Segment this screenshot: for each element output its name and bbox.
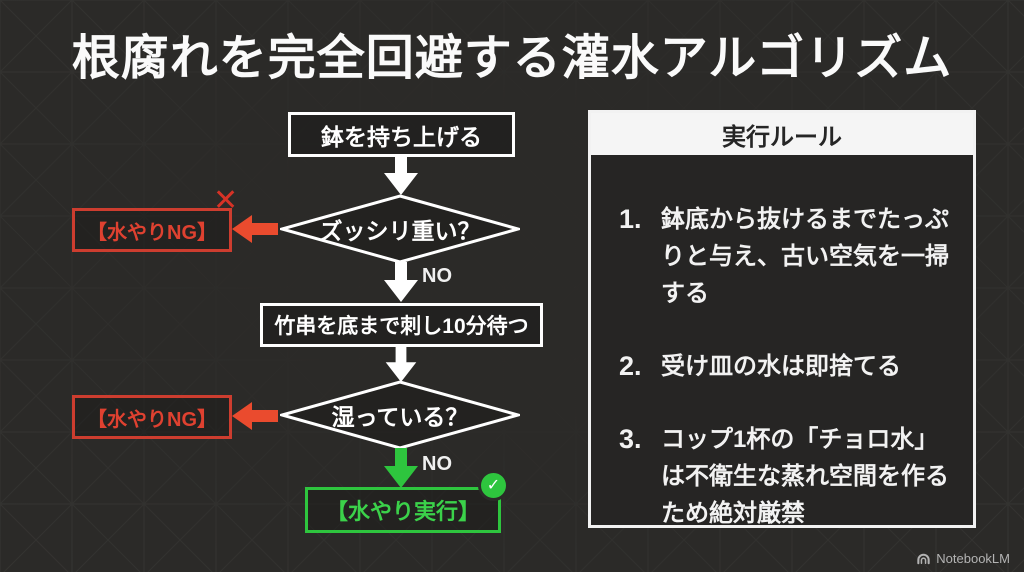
left-arrow-icon xyxy=(232,215,278,243)
flow-decision-1: ズッシリ重い？ xyxy=(276,194,524,264)
down-arrow-icon xyxy=(385,346,417,382)
no-branch-label-2: NO xyxy=(422,453,452,475)
left-arrow-icon xyxy=(232,402,278,430)
rule-number: 3. xyxy=(619,424,642,454)
check-mark: ✓ xyxy=(486,476,501,494)
rule-text: コップ1杯の「チョロ水」は不衛生な蒸れ空間を作るため絶対厳禁 xyxy=(661,426,949,527)
notebooklm-logo-icon xyxy=(917,553,930,565)
rule-text: 鉢底から抜けるまでたっぷりと与え、古い空気を一掃する xyxy=(661,206,949,307)
flow-process-box: 竹串を底まで刺し10分待つ xyxy=(260,303,543,347)
page-title: 根腐れを完全回避する灌水アルゴリズム xyxy=(71,32,953,85)
rules-panel-header: 実行ルール xyxy=(591,113,973,155)
rule-number: 1. xyxy=(619,204,642,234)
rule-number: 2. xyxy=(619,351,642,381)
rule-text: 受け皿の水は即捨てる xyxy=(661,353,901,380)
flow-result-label: 【水やり実行】 xyxy=(325,499,480,524)
flow-ng-box-1-label: 【水やりNG】 xyxy=(87,221,217,244)
flow-decision-1-label: ズッシリ重い？ xyxy=(319,218,481,244)
notebooklm-brand: NotebookLM xyxy=(916,551,1010,566)
rules-panel: 実行ルール 1. 鉢底から抜けるまでたっぷりと与え、古い空気を一掃する 2. 受… xyxy=(588,110,976,528)
flow-decision-2-label: 湿っている？ xyxy=(331,404,469,430)
rule-item-1: 1. 鉢底から抜けるまでたっぷりと与え、古い空気を一掃する xyxy=(619,201,953,312)
down-arrow-icon xyxy=(384,155,418,195)
flow-ng-box-2: 【水やりNG】 xyxy=(72,395,232,439)
notebooklm-brand-label: NotebookLM xyxy=(936,551,1010,566)
flow-ng-box-2-label: 【水やりNG】 xyxy=(87,408,217,431)
rules-list: 1. 鉢底から抜けるまでたっぷりと与え、古い空気を一掃する 2. 受け皿の水は即… xyxy=(591,155,973,532)
rule-item-3: 3. コップ1杯の「チョロ水」は不衛生な蒸れ空間を作るため絶対厳禁 xyxy=(619,421,953,532)
flow-start-box: 鉢を持ち上げる xyxy=(288,112,515,157)
flow-process-label: 竹串を底まで刺し10分待つ xyxy=(274,315,529,338)
flow-start-label: 鉢を持ち上げる xyxy=(321,123,482,150)
no-branch-label-1: NO xyxy=(422,265,452,287)
rule-item-2: 2. 受け皿の水は即捨てる xyxy=(619,348,953,385)
flow-result-box: 【水やり実行】 xyxy=(305,487,501,533)
down-arrow-green-icon xyxy=(384,448,418,488)
flow-decision-2: 湿っている？ xyxy=(276,380,524,450)
check-badge-icon: ✓ xyxy=(478,470,509,501)
down-arrow-icon xyxy=(384,262,418,302)
flow-ng-box-1: 【水やりNG】 xyxy=(72,208,232,252)
